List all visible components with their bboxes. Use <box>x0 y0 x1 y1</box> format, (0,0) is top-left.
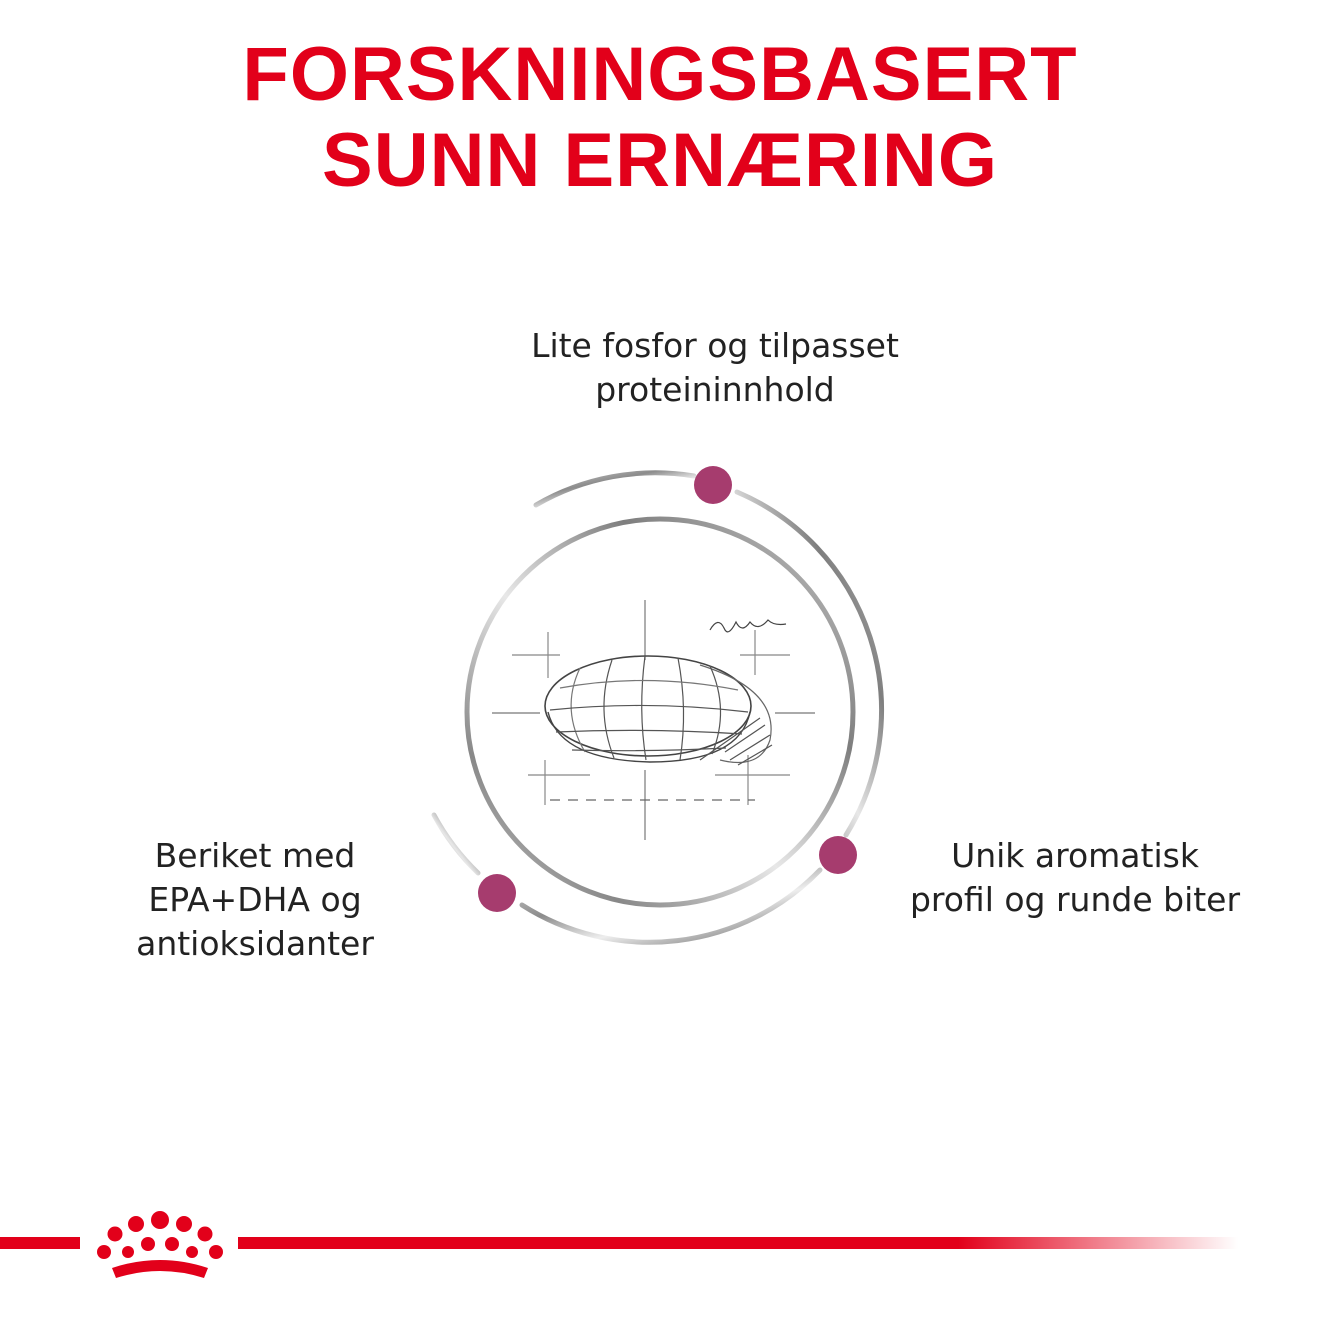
kibble-sketch-icon <box>492 600 815 840</box>
marker-dot-left <box>478 874 516 912</box>
benefit-aroma: Unik aromatisk profil og runde biter <box>870 834 1280 922</box>
inner-ring <box>464 516 856 908</box>
outer-ring-arc <box>519 867 823 945</box>
page-title-line-1: FORSKNINGSBASERT <box>242 32 1078 117</box>
page-title: FORSKNINGSBASERT SUNN ERNÆRING <box>0 32 1320 204</box>
outer-ring-arc <box>734 489 884 838</box>
footer-line-left <box>0 1237 80 1249</box>
benefit-aroma-line-2: profil og runde biter <box>909 880 1241 919</box>
benefit-epa-dha-line-2: EPA+DHA og <box>148 880 362 919</box>
marker-dot-top <box>694 466 732 504</box>
benefit-epa-dha-line-1: Beriket med <box>154 836 356 875</box>
benefit-phosphorus-line-2: proteininnhold <box>595 370 835 409</box>
benefit-phosphorus: Lite fosfor og tilpasset proteininnhold <box>460 324 970 412</box>
royal-crown-logo <box>97 1211 223 1278</box>
benefit-phosphorus-line-1: Lite fosfor og tilpasset <box>531 326 899 365</box>
benefit-aroma-line-1: Unik aromatisk <box>951 836 1199 875</box>
benefit-epa-dha: Beriket med EPA+DHA og antioksidanter <box>90 834 420 966</box>
marker-dot-right <box>819 836 857 874</box>
footer-line-right <box>238 1237 1238 1249</box>
footer-band <box>0 1211 1238 1278</box>
benefit-epa-dha-line-3: antioksidanter <box>136 924 374 963</box>
outer-ring-arc <box>431 812 481 876</box>
outer-ring-arc <box>533 470 697 508</box>
page-title-line-2: SUNN ERNÆRING <box>322 118 998 203</box>
